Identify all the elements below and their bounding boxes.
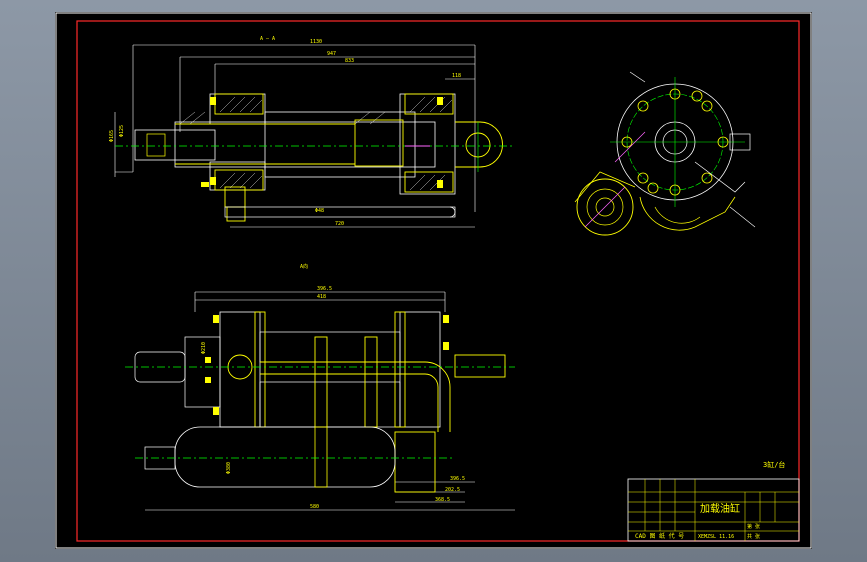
- part-name: 加载油缸: [700, 502, 740, 515]
- title-block: 3缸/台 加载油缸 CAD 图 纸 代 号: [627, 460, 800, 542]
- dim-833: 833: [345, 58, 354, 64]
- outer-border: [55, 12, 812, 549]
- sheet-number: 第 张: [747, 523, 760, 530]
- cad-code-label: CAD 图 纸 代 号: [635, 532, 684, 540]
- drawing-code: XEMZSL 11.16: [698, 534, 734, 540]
- dim-phi210: Φ210: [201, 342, 207, 354]
- section-label: A — A: [260, 36, 275, 42]
- dim-947: 947: [327, 51, 336, 57]
- dim-118: 118: [452, 73, 461, 79]
- dim-418: 418: [317, 294, 326, 300]
- dim-phi48: Φ48: [315, 208, 324, 214]
- dim-1130: 1130: [310, 39, 322, 45]
- view-label: A向: [300, 263, 308, 270]
- drawing-sheet[interactable]: A — A 1130 947 833 118: [55, 12, 812, 549]
- scale-note: 3缸/台: [763, 460, 785, 469]
- sheet-total: 共 张: [747, 533, 760, 540]
- view-a: A向 396.5 418 396.5 202.5 368.5 580: [125, 263, 515, 511]
- dim-phi125: Φ125: [119, 125, 125, 137]
- cad-drawing: A — A 1130 947 833 118: [55, 12, 812, 549]
- inner-frame: [76, 20, 800, 542]
- dim-396-5-b: 396.5: [450, 476, 465, 482]
- dim-202-5: 202.5: [445, 487, 460, 493]
- dim-720: 720: [335, 221, 344, 227]
- end-view: [574, 71, 756, 236]
- section-view-a-a: A — A 1130 947 833 118: [109, 36, 515, 228]
- dim-phi380: Φ380: [226, 462, 232, 474]
- dim-368-5: 368.5: [435, 497, 450, 503]
- dim-580: 580: [310, 504, 319, 510]
- dim-phi165: Φ165: [109, 130, 115, 142]
- dim-396-5-a: 396.5: [317, 286, 332, 292]
